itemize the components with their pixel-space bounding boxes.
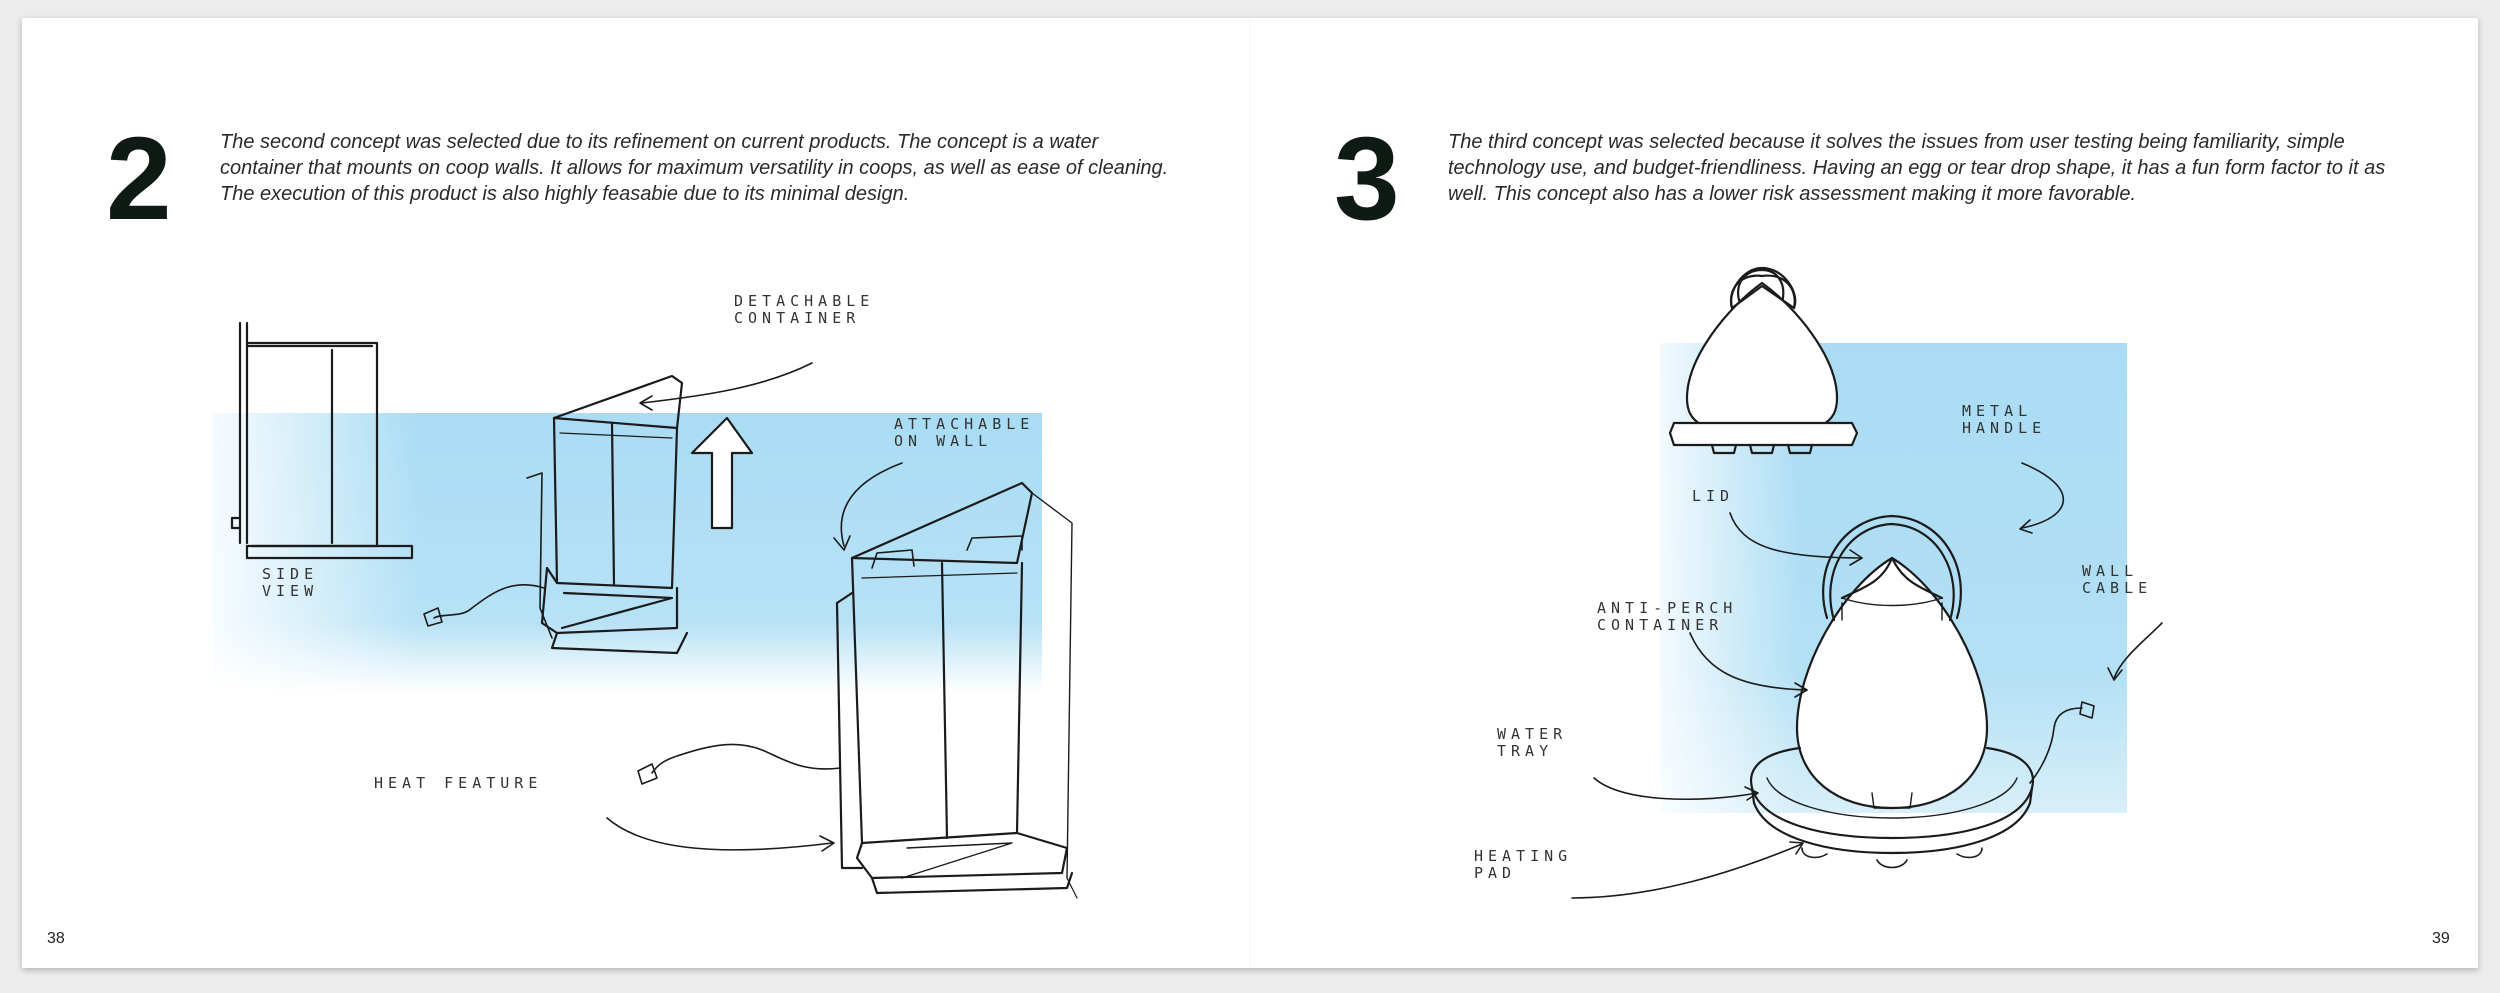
- metal-handle-label: Metal handle: [1962, 402, 2047, 437]
- concept-description: The second concept was selected due to i…: [220, 131, 1169, 205]
- page-number: 39: [2432, 930, 2450, 947]
- lid-label: Lid: [1692, 487, 1735, 505]
- detachable-container-label: Detachable container: [734, 292, 875, 327]
- concept-number: 2: [106, 113, 172, 245]
- water-tray-label: Water tray: [1497, 725, 1568, 760]
- heat-feature-label: Heat feature: [374, 774, 543, 792]
- wall-container-sketch: [212, 321, 1078, 899]
- concept-number: 3: [1334, 113, 1400, 245]
- page-number: 38: [47, 930, 65, 947]
- side-view-label: Side view: [262, 565, 319, 600]
- anti-perch-container-label: Anti-perch container: [1597, 599, 1738, 634]
- book-spread: 2 The second concept was selected due to…: [22, 18, 2478, 968]
- heating-pad-label: Heating pad: [1474, 847, 1573, 882]
- concept-description: The third concept was selected because i…: [1448, 131, 2386, 205]
- page-gutter: [1249, 18, 1251, 968]
- wall-cable-label: Wall cable: [2082, 562, 2153, 597]
- attachable-on-wall-label: Attachable on wall: [894, 415, 1035, 450]
- egg-waterer-sketch: [1571, 266, 2163, 899]
